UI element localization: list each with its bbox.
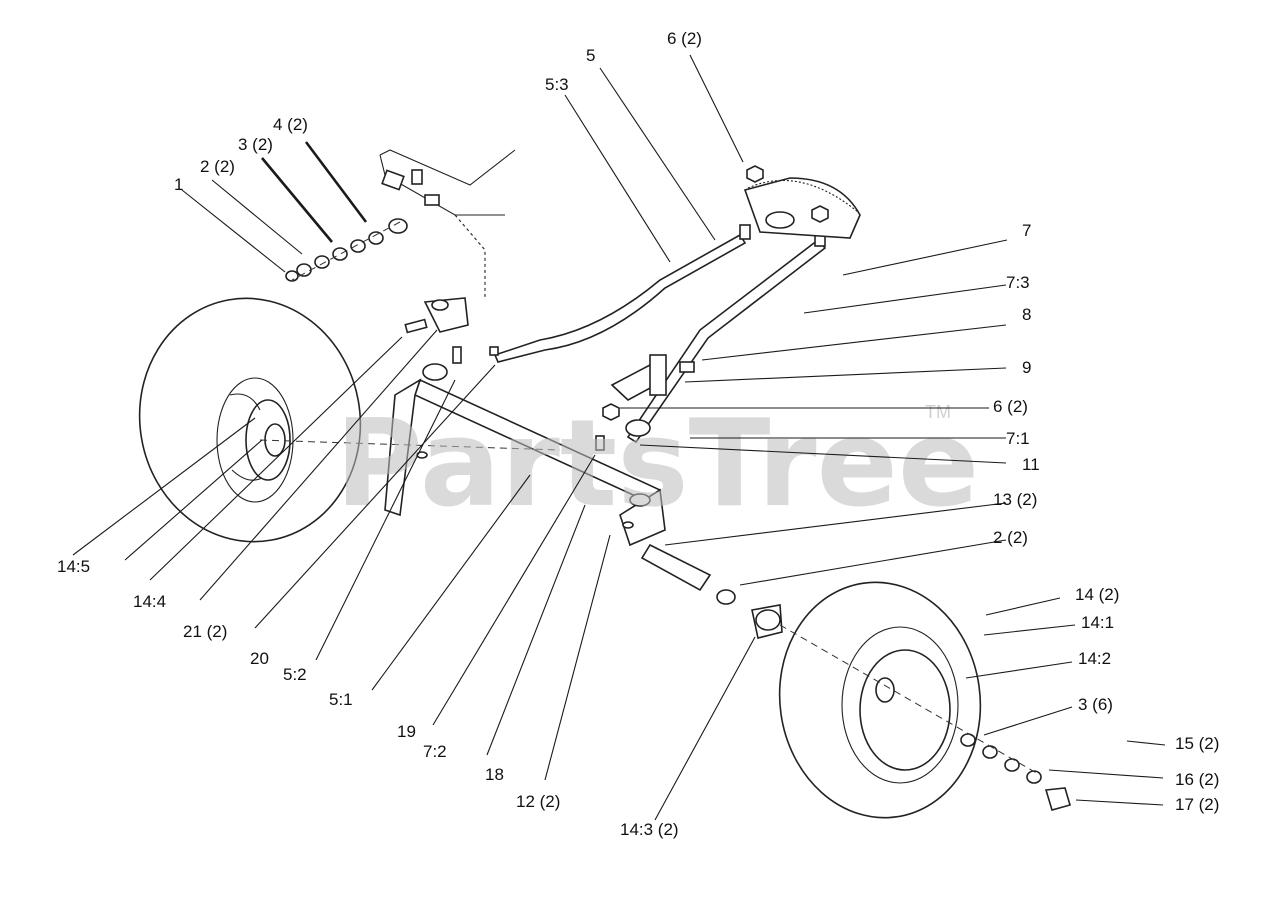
callout-14-2: 14:2 [1078,649,1111,668]
callout-13: 13 (2) [993,490,1037,509]
trademark-mark: TM [925,402,951,422]
drag-link [493,224,751,363]
callout-5: 5 [586,46,595,65]
callout-3-right: 3 (6) [1078,695,1113,714]
callout-18: 18 [485,765,504,784]
callout-9: 9 [1022,358,1031,377]
spindle-left [404,297,499,364]
callout-19: 19 [397,722,416,741]
callout-11: 11 [1022,455,1040,474]
callout-4: 4 (2) [273,115,308,134]
spindle-right [595,354,695,451]
callout-1: 1 [174,175,183,194]
callout-21: 21 (2) [183,622,227,641]
frame-outline [379,149,516,300]
callout-14: 14 (2) [1075,585,1119,604]
callout-20: 20 [250,649,269,668]
right-wheel [778,581,982,819]
callout-14-3: 14:3 (2) [620,820,679,839]
callout-6-mid: 6 (2) [993,397,1028,416]
callout-7-3: 7:3 [1006,273,1030,292]
callout-16: 16 (2) [1175,770,1219,789]
callout-14-1: 14:1 [1081,613,1114,632]
callout-3: 3 (2) [238,135,273,154]
callout-14-4: 14:4 [133,592,166,611]
callout-2-right: 2 (2) [993,528,1028,547]
callout-14-5: 14:5 [57,557,90,576]
callout-5-3: 5:3 [545,75,569,94]
callout-17: 17 (2) [1175,795,1219,814]
callout-2: 2 (2) [200,157,235,176]
callout-8: 8 [1022,305,1031,324]
watermark: PartsTree [335,395,979,534]
callout-5-2: 5:2 [283,665,307,684]
callout-7-2: 7:2 [423,742,447,761]
left-centerline [291,221,401,281]
steering-sector-gear [743,165,861,239]
callout-6-top: 6 (2) [667,29,702,48]
callout-12: 12 (2) [516,792,560,811]
callout-15: 15 (2) [1175,734,1219,753]
callout-7-1: 7:1 [1006,429,1030,448]
callout-7: 7 [1022,221,1031,240]
callout-labels: 1 2 (2) 3 (2) 4 (2) 5:3 5 6 (2) 7 7:3 8 … [57,29,1219,839]
leader-lines [72,54,1166,821]
right-axle-centerline [779,624,1041,776]
front-axle [384,363,666,547]
left-axle-centerline [259,439,561,451]
callout-5-1: 5:1 [329,690,353,709]
